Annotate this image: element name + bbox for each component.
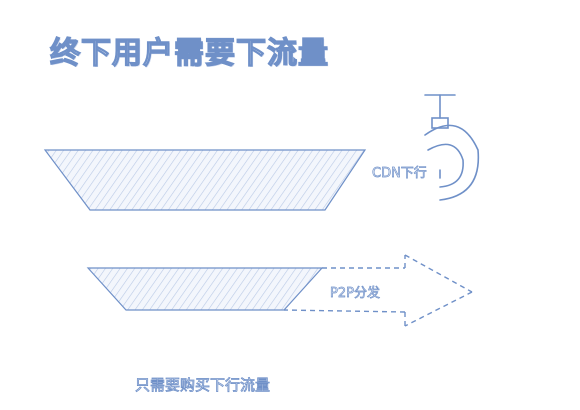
p2p-distribution-label: P2P分发 <box>330 286 381 302</box>
upper-funnel <box>43 149 367 211</box>
lower-funnel <box>86 267 324 311</box>
footer-caption: 只需要购买下行流量 <box>135 376 271 395</box>
page-title: 终下用户需要下流量 <box>49 35 329 71</box>
faucet-icon <box>424 94 480 201</box>
cdn-downlink-label: CDN下行 <box>372 166 428 182</box>
dashed-arrow-icon <box>283 254 473 327</box>
